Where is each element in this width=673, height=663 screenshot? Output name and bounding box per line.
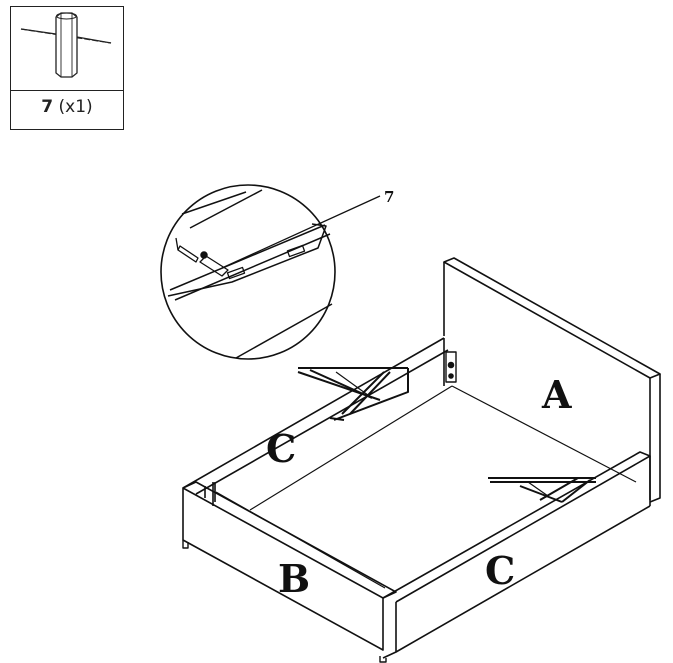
bolt-connector-icon — [20, 12, 112, 78]
left-rail-top-inner — [195, 349, 449, 495]
headboard-side — [649, 374, 661, 503]
front-rail-outer — [182, 487, 384, 651]
part-number: 7 — [41, 97, 54, 117]
part-caption: 7 (x1) — [11, 97, 123, 117]
left-rail-top-outer — [182, 337, 445, 489]
detail-magnifier — [160, 184, 336, 360]
hinge-bracket — [445, 351, 457, 383]
headboard-top-edge — [443, 257, 661, 379]
panel-label-side-left: C — [266, 426, 296, 471]
left-lift-mechanism — [297, 367, 409, 421]
right-rail-bottom — [395, 505, 651, 653]
right-rail-top — [382, 451, 651, 603]
part-quantity: (x1) — [58, 97, 93, 117]
callout-label: 7 — [384, 188, 394, 206]
right-lift-mechanism — [488, 477, 596, 503]
part-reference-box: 7 (x1) — [10, 6, 124, 130]
panel-label-side-right: C — [485, 548, 515, 593]
panel-label-headboard: A — [541, 372, 572, 417]
panel-label-front: B — [278, 556, 310, 601]
detail-view — [167, 189, 333, 359]
callout-leader-line — [221, 195, 381, 269]
right-rail-face — [382, 602, 397, 659]
part-box-divider — [11, 90, 123, 91]
